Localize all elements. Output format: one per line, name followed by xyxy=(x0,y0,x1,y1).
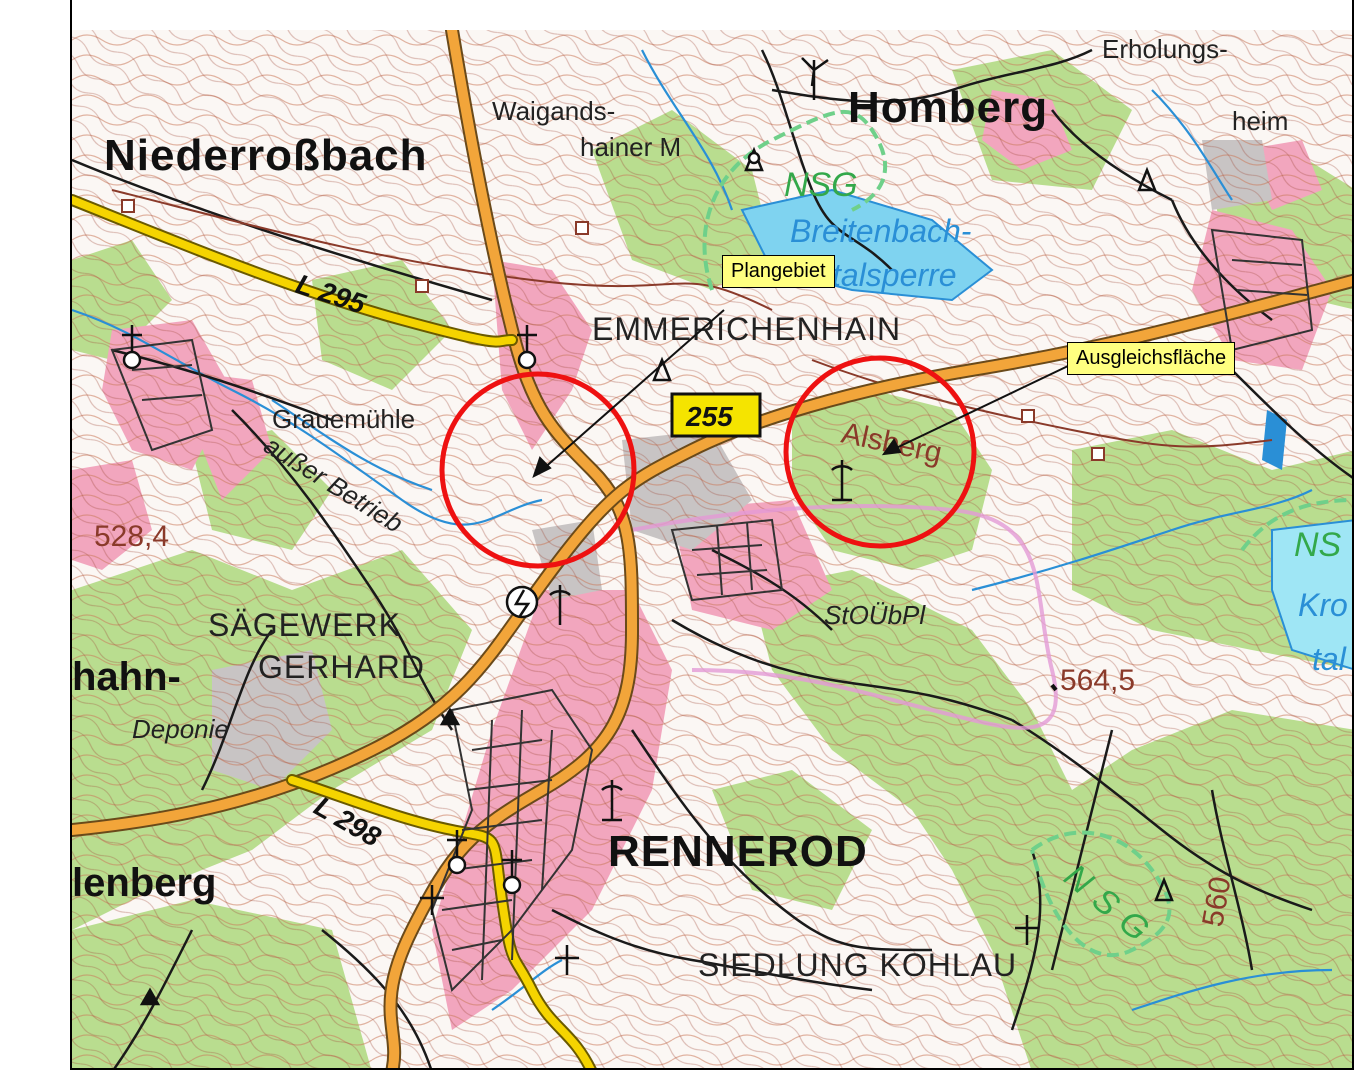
church-icon xyxy=(517,325,537,370)
label-emmerichenhain: EMMERICHENHAIN xyxy=(592,311,901,347)
label-waigands: Waigands- xyxy=(492,96,615,126)
wind-turbine-icon xyxy=(801,57,829,100)
label-elevation-528: 528,4 xyxy=(94,520,169,553)
label-homberg: Homberg xyxy=(848,83,1048,132)
label-stoubpl: StOÜbPl xyxy=(824,600,926,630)
transmitter-icon xyxy=(549,585,571,625)
transmitter-icon xyxy=(831,460,853,502)
summit-icon xyxy=(139,987,161,1006)
label-saegewerk: SÄGEWERK xyxy=(208,607,401,643)
church-icon xyxy=(447,830,467,875)
summit-icon xyxy=(439,707,461,726)
label-erholungs: Erholungs- xyxy=(1102,34,1228,64)
label-tal: tal xyxy=(1312,641,1347,677)
label-rennerod: RENNEROD xyxy=(608,827,868,876)
callout-arrows xyxy=(532,309,1069,478)
shelter-icon xyxy=(1154,876,1174,902)
street-grid-rennerod xyxy=(110,228,1314,992)
road-shield-255 xyxy=(670,392,762,438)
map-frame: Niederroßbach Homberg Erholungs- heim Wa… xyxy=(70,0,1354,1070)
shelter-icon xyxy=(1137,166,1157,192)
label-gerhard: GERHARD xyxy=(258,649,425,685)
label-ns-right: NS xyxy=(1294,526,1342,564)
label-niederrossbach: Niederroßbach xyxy=(104,131,428,180)
plangebiet-circle[interactable] xyxy=(439,371,637,569)
shelter-icon xyxy=(744,146,764,172)
church-icon xyxy=(122,325,142,370)
label-breitenbach: Breitenbach- xyxy=(790,213,971,249)
plangebiet-callout[interactable]: Plangebiet xyxy=(722,255,835,288)
chapel-icon xyxy=(1015,915,1039,945)
label-heim: heim xyxy=(1232,106,1288,136)
chapel-icon xyxy=(555,945,579,975)
topographic-map[interactable]: Niederroßbach Homberg Erholungs- heim Wa… xyxy=(72,30,1354,1070)
label-kro: Kro xyxy=(1298,587,1348,623)
minor-roads xyxy=(72,48,1352,1068)
label-b255: 255 xyxy=(685,401,733,432)
power-station-icon xyxy=(505,585,539,619)
ausgleichsflaeche-circle[interactable] xyxy=(783,355,977,549)
label-grauemuehle: Grauemühle xyxy=(272,404,415,434)
chapel-icon xyxy=(420,885,444,915)
label-hainer: hainer M xyxy=(580,132,681,162)
label-deponie: Deponie xyxy=(132,714,229,744)
label-hahn: hahn- xyxy=(72,655,181,699)
church-icon xyxy=(502,850,522,895)
nature-reserve-boundaries xyxy=(702,109,1352,957)
label-elevation-564: 564,5 xyxy=(1060,664,1135,697)
transmitter-icon xyxy=(601,780,623,822)
label-lenberg: lenberg xyxy=(72,861,216,905)
secondary-roads xyxy=(72,194,597,1068)
label-talsperre: talsperre xyxy=(832,257,957,293)
shelter-icon xyxy=(652,356,672,382)
ausgleichsflaeche-callout[interactable]: Ausgleichsfläche xyxy=(1067,342,1236,375)
map-symbols xyxy=(122,57,1174,1006)
label-siedlung-kohlau: SIEDLUNG KOHLAU xyxy=(698,947,1017,983)
label-nsg-breitenbach: NSG xyxy=(784,166,858,204)
summit-icon xyxy=(1050,683,1058,692)
military-boundary xyxy=(631,504,1058,730)
